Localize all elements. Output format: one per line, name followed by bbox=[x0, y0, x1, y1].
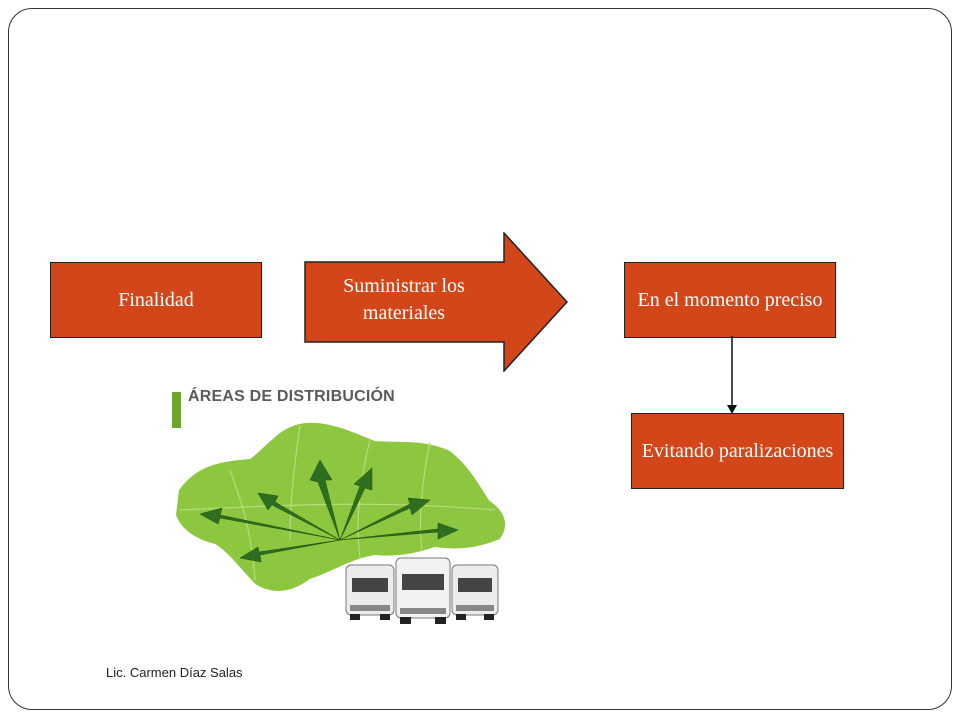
trucks-image bbox=[345, 557, 499, 624]
suministrar-arrow bbox=[304, 232, 568, 372]
distribution-map-image bbox=[172, 392, 508, 624]
finalidad-label: Finalidad bbox=[118, 288, 194, 311]
momento-label: En el momento preciso bbox=[637, 288, 823, 311]
footer-author: Lic. Carmen Díaz Salas bbox=[106, 665, 243, 680]
map-title: ÁREAS DE DISTRIBUCIÓN bbox=[188, 388, 395, 405]
finalidad-box: Finalidad bbox=[50, 262, 262, 338]
momento-box: En el momento preciso bbox=[624, 262, 836, 338]
evitando-label: Evitando paralizaciones bbox=[641, 439, 834, 462]
title-bar-mark bbox=[172, 392, 181, 428]
slide-frame bbox=[8, 8, 952, 710]
suministrar-label: Suministrar los materiales bbox=[343, 275, 465, 324]
connector-arrow bbox=[727, 336, 737, 414]
evitando-box: Evitando paralizaciones bbox=[631, 413, 844, 489]
distribution-arrows bbox=[199, 459, 459, 563]
